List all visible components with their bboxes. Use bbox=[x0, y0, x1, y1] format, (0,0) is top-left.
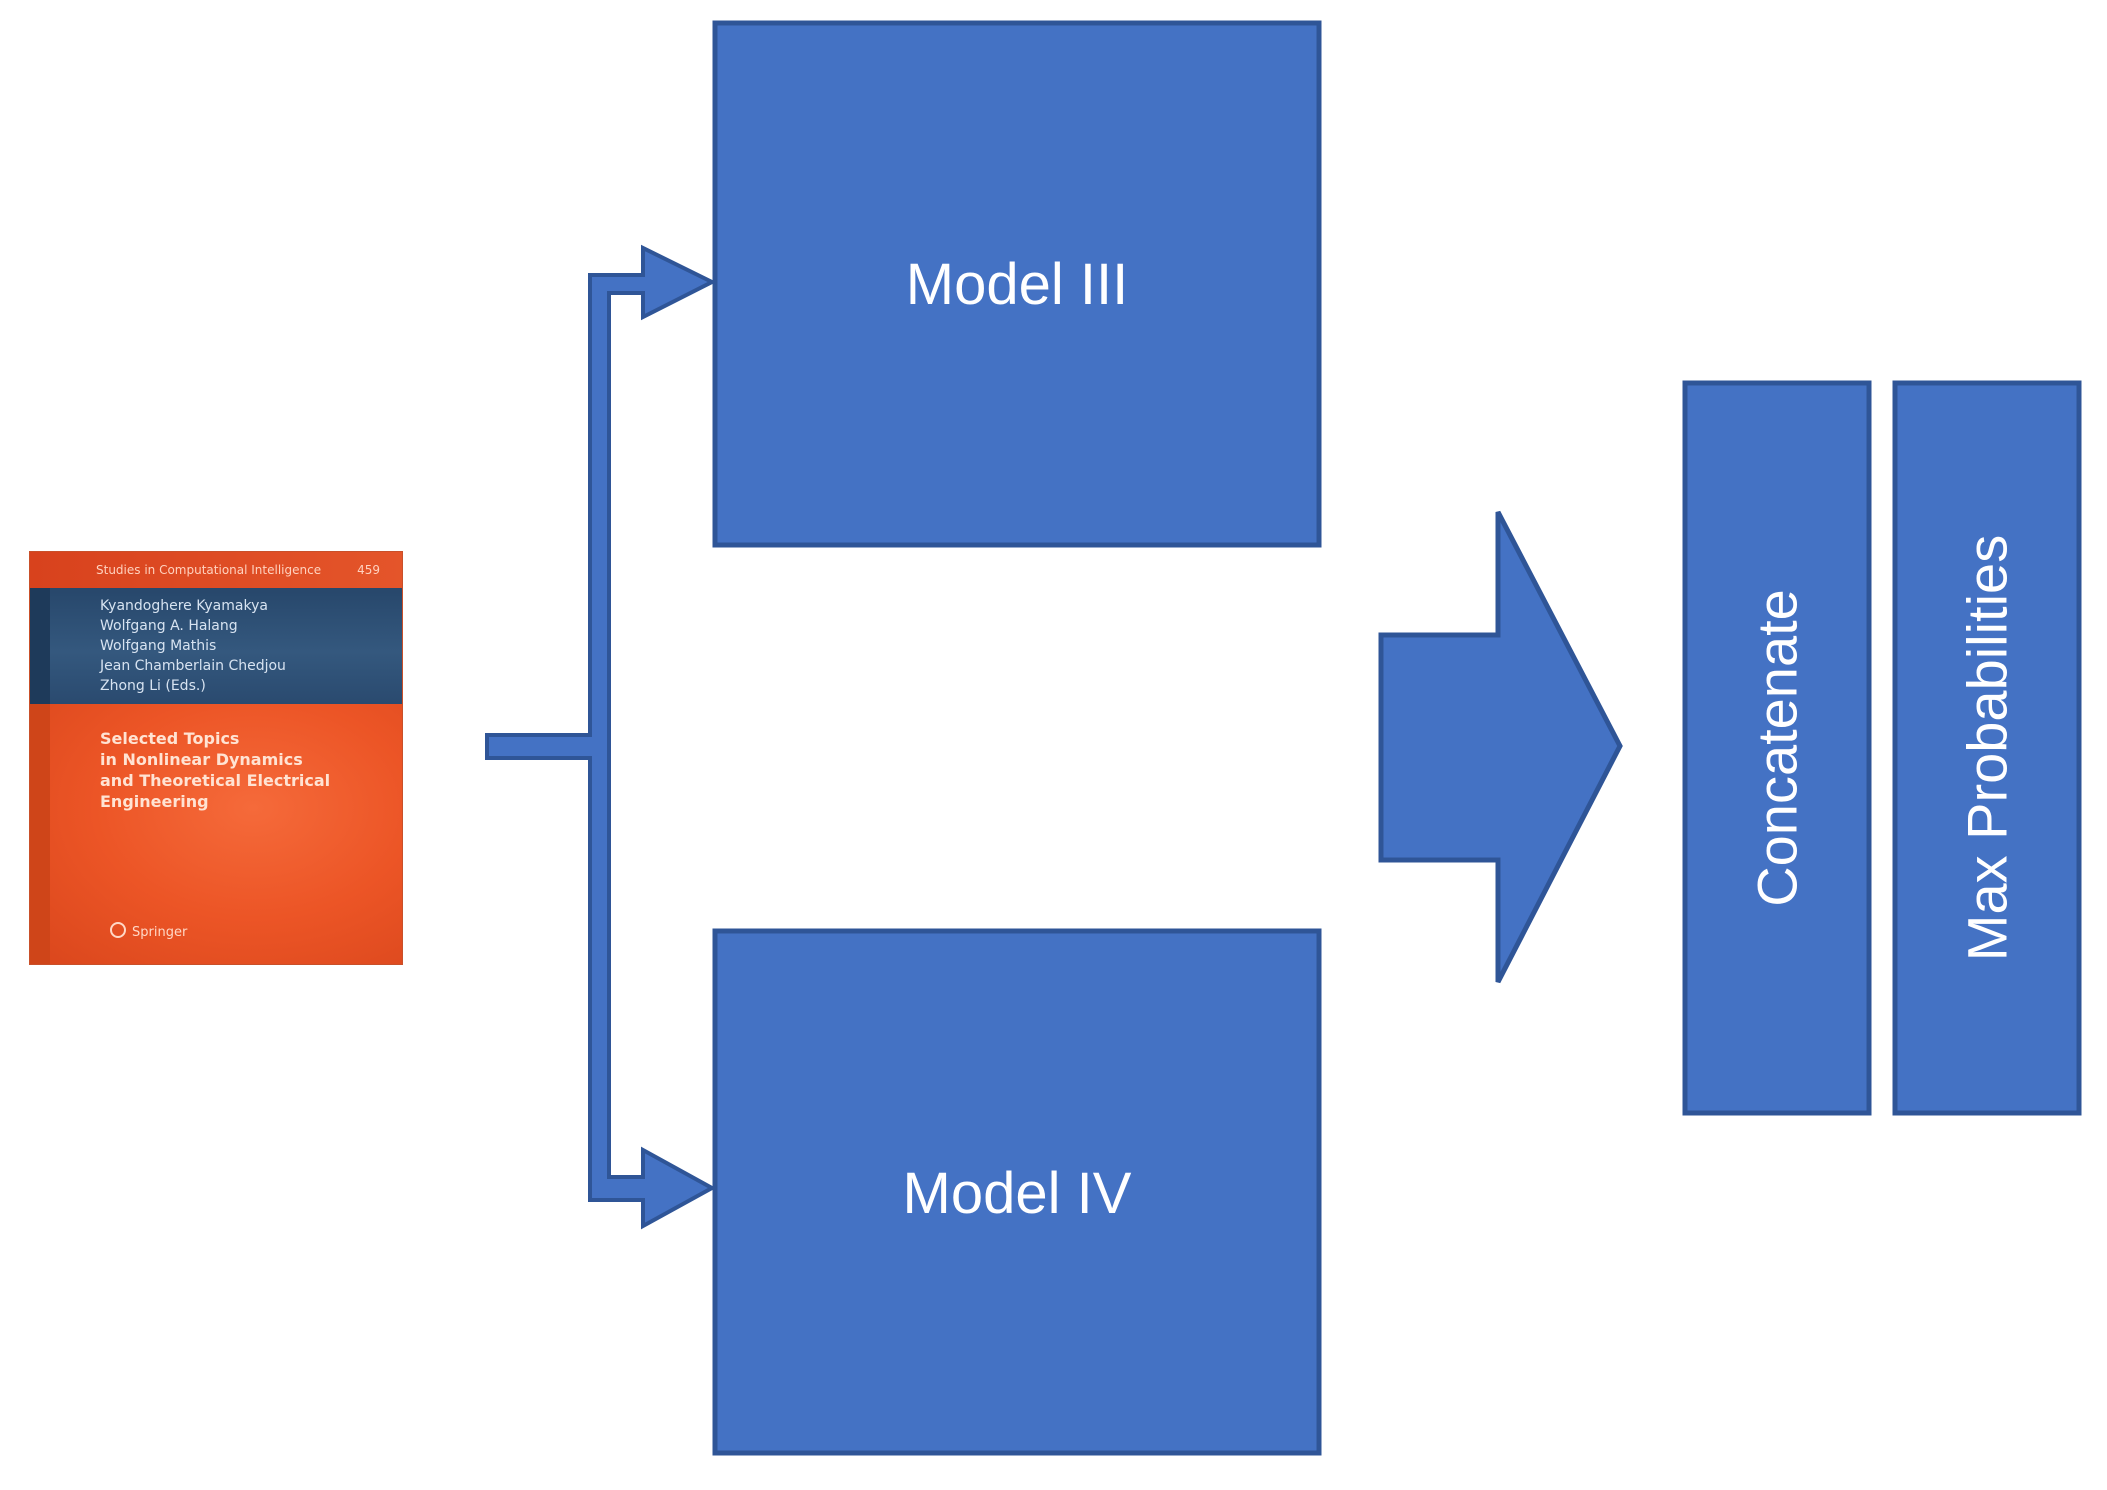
book-author: Jean Chamberlain Chedjou bbox=[100, 658, 286, 674]
book-author: Zhong Li (Eds.) bbox=[100, 678, 206, 694]
book-author: Kyandoghere Kyamakya bbox=[100, 598, 268, 614]
book-authors: Kyandoghere Kyamakya Wolfgang A. Halang … bbox=[100, 596, 286, 696]
book-upper-panel bbox=[30, 588, 402, 704]
book-title-line: in Nonlinear Dynamics bbox=[100, 750, 303, 769]
book-author: Wolfgang Mathis bbox=[100, 638, 217, 654]
model-bottom-label: Model IV bbox=[903, 1161, 1132, 1226]
concatenate-label: Concatenate bbox=[1746, 589, 1809, 907]
max-probabilities-box bbox=[1892, 380, 2082, 1116]
input-book-cover: Studies in Computational Intelligence 45… bbox=[30, 552, 402, 964]
book-publisher: Springer bbox=[110, 922, 187, 940]
book-author: Wolfgang A. Halang bbox=[100, 618, 238, 634]
book-publisher-name: Springer bbox=[132, 925, 188, 940]
model-top-box bbox=[712, 20, 1322, 548]
book-title-line: and Theoretical Electrical bbox=[100, 771, 331, 790]
model-top-label: Model III bbox=[906, 252, 1128, 317]
book-lower-panel bbox=[30, 704, 402, 964]
block-arrow bbox=[1378, 510, 1623, 984]
book-title-line: Selected Topics bbox=[100, 729, 240, 748]
book-title-line: Engineering bbox=[100, 792, 209, 811]
springer-logo-icon bbox=[110, 922, 126, 938]
max-probabilities-label: Max Probabilities bbox=[1956, 535, 2019, 961]
concatenate-box bbox=[1682, 380, 1872, 1116]
branch-arrow bbox=[485, 244, 717, 1230]
book-series: Studies in Computational Intelligence bbox=[96, 563, 322, 577]
book-series-band: Studies in Computational Intelligence 45… bbox=[30, 552, 402, 588]
book-volume: 459 bbox=[357, 563, 380, 577]
book-title: Selected Topics in Nonlinear Dynamics an… bbox=[100, 728, 390, 812]
model-bottom-box bbox=[712, 928, 1322, 1456]
